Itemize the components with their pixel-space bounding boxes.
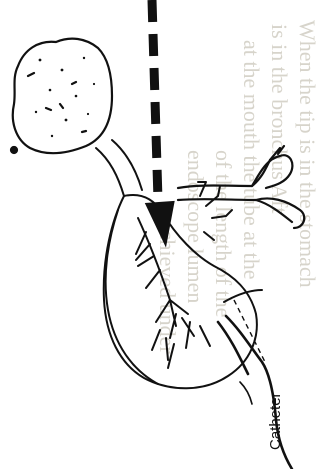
bleed-line: at the mouth the tube at the <box>239 40 264 280</box>
bleed-line: endoscope lumen <box>183 150 208 303</box>
bleed-line: of the length of the <box>211 150 236 317</box>
catheter-label: Catheter <box>267 392 284 450</box>
head-drawing <box>11 39 112 153</box>
neck-lines <box>96 140 142 196</box>
insertion-arrow <box>145 0 178 249</box>
bleed-line: is in the bronchus Aft <box>267 24 292 213</box>
head-outline <box>13 39 112 153</box>
bleed-line: When the tip is in the stomach <box>295 20 320 288</box>
nose-tip <box>11 147 17 153</box>
